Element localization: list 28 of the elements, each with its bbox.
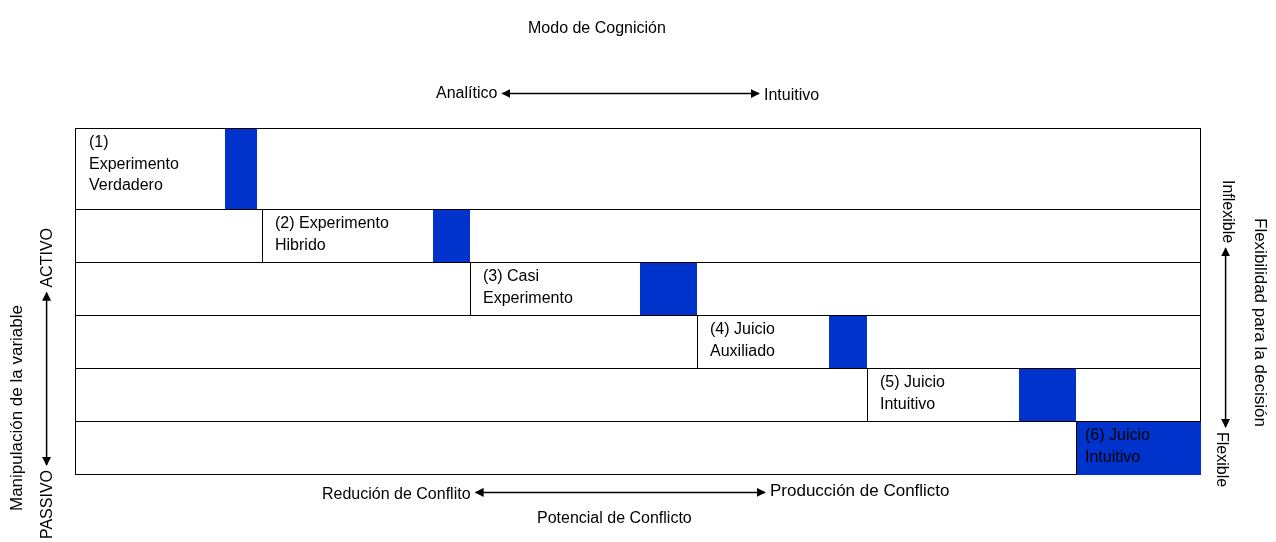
axis-end-label: Intuitivo <box>764 85 820 105</box>
axis-end-label: Producción de Conflicto <box>770 481 950 502</box>
axis-end-label: Flexible <box>1213 432 1233 488</box>
marker-bar <box>1019 369 1076 421</box>
axis-end-label: ACTIVO <box>37 228 57 288</box>
axis-title: Potencial de Conflicto <box>537 508 692 528</box>
axis-end-label: Analítico <box>436 83 498 103</box>
double-arrow <box>501 89 760 99</box>
axis-end-label: PASSIVO <box>37 470 57 540</box>
marker-bar <box>225 129 257 209</box>
double-arrow <box>1221 247 1231 428</box>
axis-title: Modo de Cognición <box>528 18 666 38</box>
axis-end-label: Redución de Conflito <box>322 484 471 504</box>
stage-box <box>1076 422 1201 475</box>
axis-title: Manipulación de la variable <box>7 305 27 512</box>
marker-bar <box>829 316 867 368</box>
double-arrow <box>474 487 766 497</box>
stage-label: (2) Experimento Hibrido <box>275 213 390 255</box>
stage-label: (5) Juicio Intuitivo <box>880 372 946 414</box>
marker-bar <box>640 263 697 315</box>
stage-label: (3) Casi Experimento <box>483 266 574 308</box>
stage-label: (6) Juicio Intuitivo <box>1085 425 1151 467</box>
axis-end-label: Inflexible <box>1219 180 1239 244</box>
stage-label: (1) Experimento Verdadero <box>89 132 180 196</box>
axis-title: Flexibilidad para la decisión <box>1250 218 1271 427</box>
marker-bar <box>433 210 470 262</box>
stage-label: (4) Juicio Auxiliado <box>710 319 776 361</box>
double-arrow <box>42 291 52 466</box>
